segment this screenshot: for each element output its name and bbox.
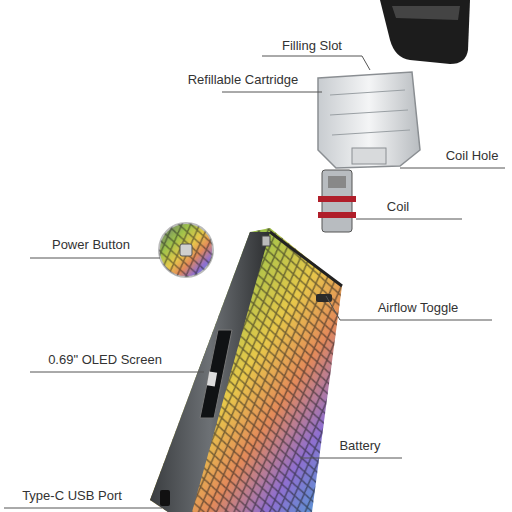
part-label: Refillable Cartridge (188, 72, 299, 87)
part-label: Coil (387, 199, 409, 214)
part-label: Battery (339, 438, 380, 453)
part-label: Power Button (52, 237, 130, 252)
part-label: Coil Hole (446, 148, 499, 163)
part-label: Type-C USB Port (22, 488, 122, 503)
part-label: 0.69" OLED Screen (48, 352, 162, 367)
part-label: Filling Slot (282, 38, 342, 53)
part-label: Airflow Toggle (378, 300, 459, 315)
